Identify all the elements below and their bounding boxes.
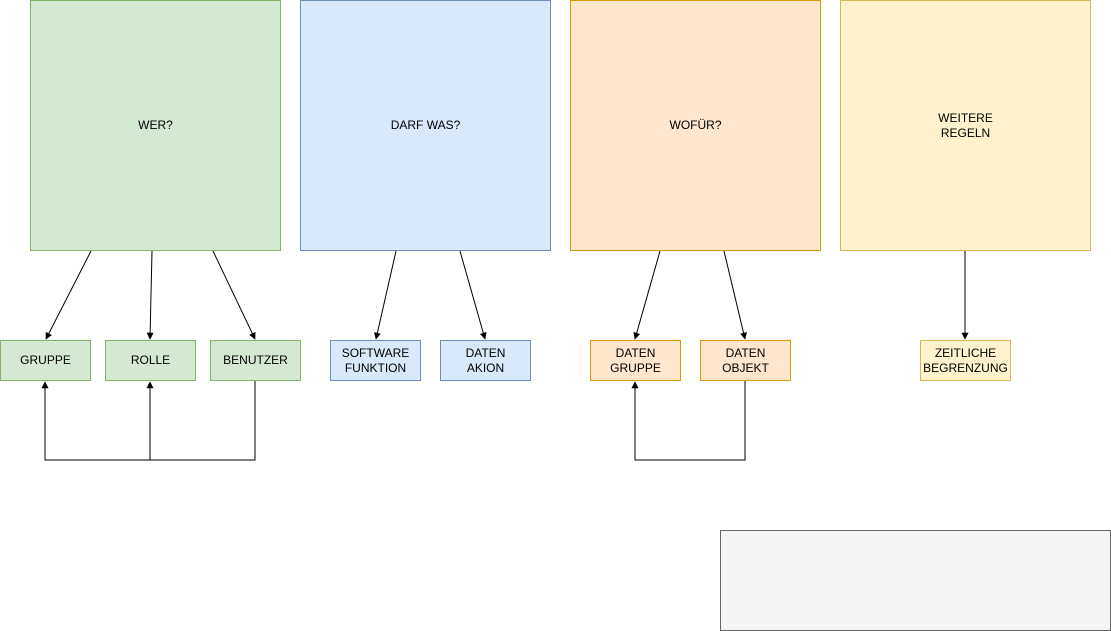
item-daten-gruppe[interactable]: DATEN GRUPPE [590,340,681,381]
category-wofuer[interactable]: WOFÜR? [570,0,821,251]
item-zeitliche-begrenzung[interactable]: ZEITLICHE BEGRENZUNG [920,340,1011,381]
category-wer[interactable]: WER? [30,0,281,251]
edge-wofuer-datengruppe [633,250,661,340]
edge-objekt-datengruppe [631,381,746,461]
category-weitere-regeln[interactable]: WEITERE REGELN [840,0,1091,251]
item-daten-akion[interactable]: DATEN AKION [440,340,531,381]
category-darf-was[interactable]: DARF WAS? [300,0,551,251]
edge-wer-rolle [146,250,154,340]
item-rolle[interactable]: ROLLE [105,340,196,381]
edge-darfwas-software [373,250,397,340]
item-daten-objekt[interactable]: DATEN OBJEKT [700,340,791,381]
item-gruppe[interactable]: GRUPPE [0,340,91,381]
edge-darfwas-akion [459,250,487,340]
item-software-funktion[interactable]: SOFTWARE FUNKTION [330,340,421,381]
edge-wer-gruppe [45,250,92,340]
item-benutzer[interactable]: BENUTZER [210,340,301,381]
edge-wofuer-datenobjekt [723,250,747,340]
edge-wer-benutzer [212,250,256,340]
